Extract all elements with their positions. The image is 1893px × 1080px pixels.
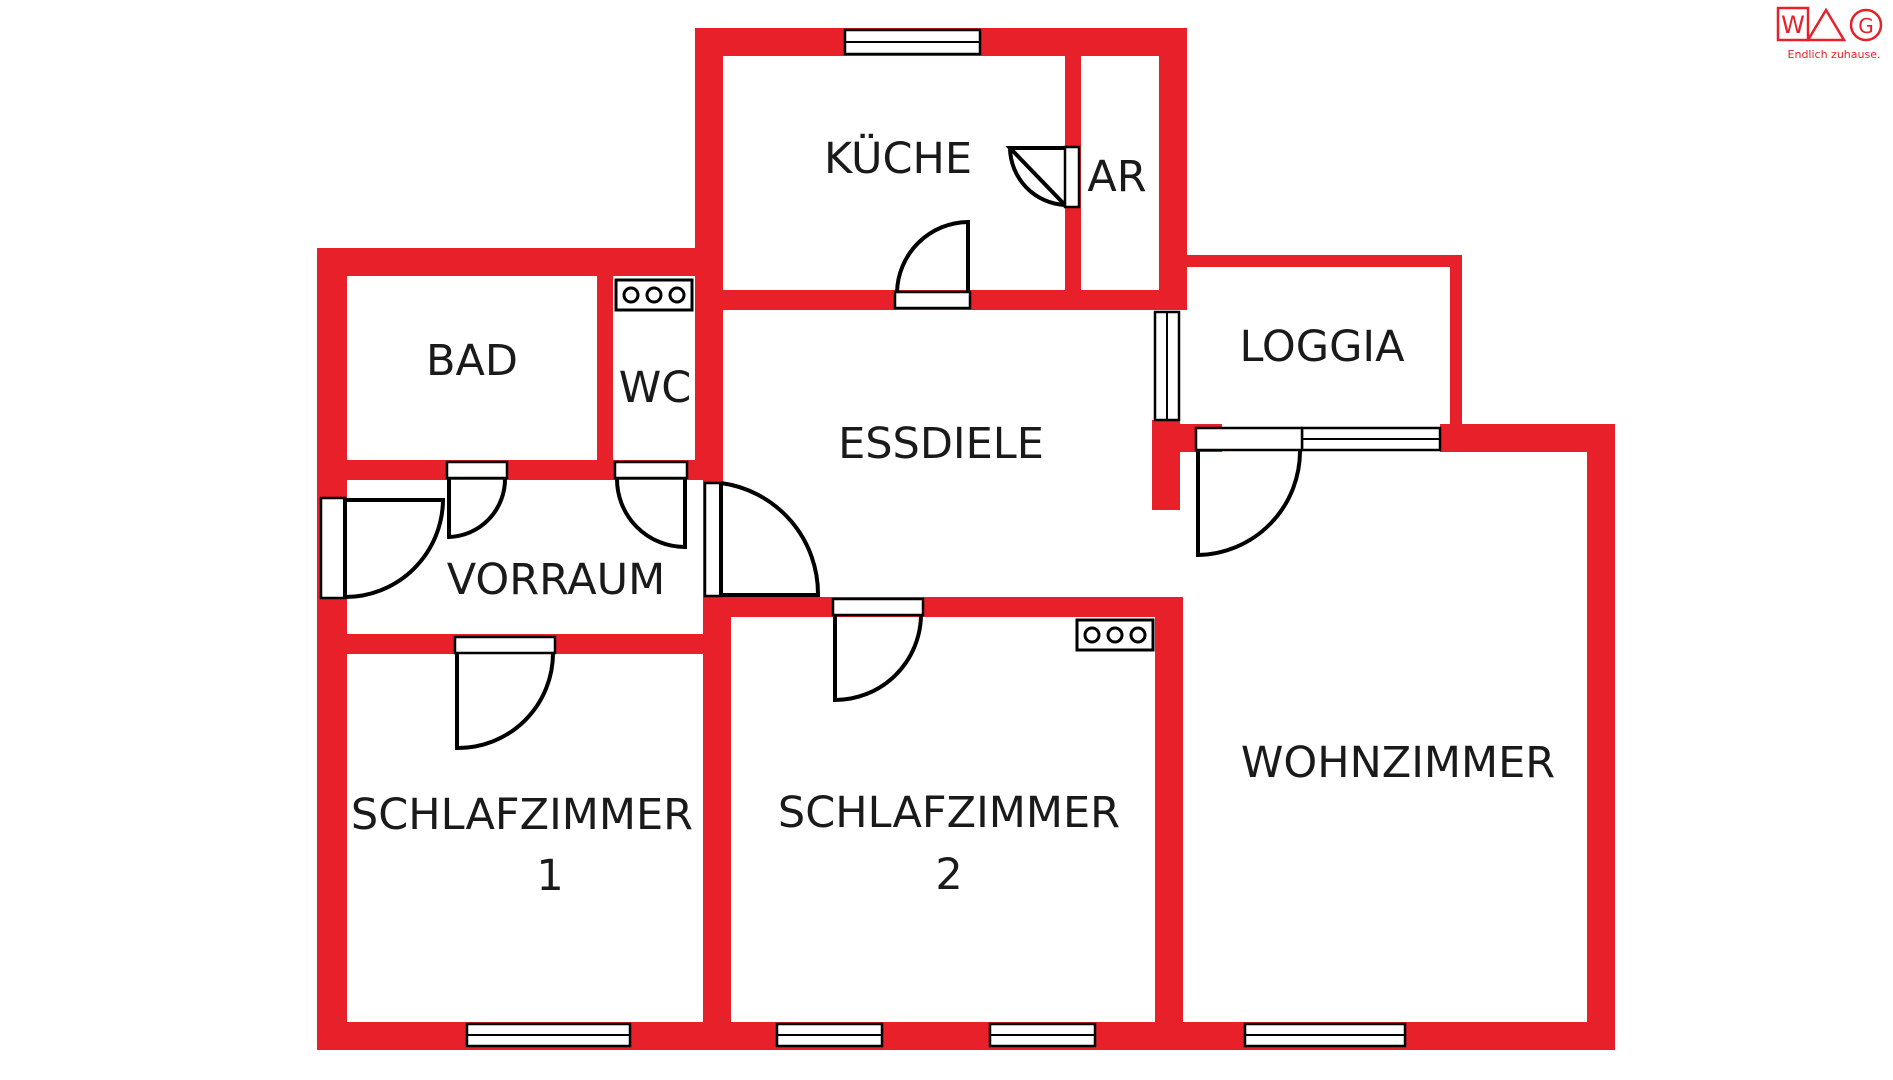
logo-letter-w: W bbox=[1781, 11, 1805, 39]
label-schlafzimmer1-line2: 1 bbox=[536, 851, 563, 901]
wall-wohnzimmer-top bbox=[1440, 424, 1615, 452]
door-sz1-frame bbox=[453, 635, 557, 655]
room-labels: KÜCHE AR BAD WC ESSDIELE LOGGIA VORRAUM … bbox=[351, 133, 1555, 901]
wall-bath-wc-divider bbox=[597, 276, 613, 476]
radiator-sz2 bbox=[1075, 618, 1155, 652]
door-ar-swing bbox=[1005, 146, 1067, 207]
door-bad-frame bbox=[445, 460, 509, 480]
wall-wohnzimmer-right bbox=[1587, 424, 1615, 1050]
label-essdiele: ESSDIELE bbox=[838, 419, 1044, 469]
wall-bath-top bbox=[317, 248, 723, 276]
door-sz2-frame bbox=[831, 597, 925, 617]
wall-wc-right bbox=[695, 276, 723, 480]
wall-loggia-top bbox=[1187, 255, 1462, 267]
wall-kitchen-right bbox=[1159, 28, 1187, 310]
door-kitchen-frame bbox=[893, 290, 972, 310]
label-vorraum: VORRAUM bbox=[447, 555, 666, 605]
label-schlafzimmer2-line1: SCHLAFZIMMER bbox=[778, 788, 1120, 838]
door-entrance-swing bbox=[343, 498, 446, 599]
doors bbox=[319, 145, 1304, 751]
label-ar: AR bbox=[1087, 152, 1146, 202]
wall-loggia-right bbox=[1450, 255, 1462, 435]
door-kitchen-swing bbox=[895, 219, 970, 293]
door-sz2-swing bbox=[833, 614, 923, 703]
wall-left-outer bbox=[317, 248, 347, 1050]
door-ar-frame bbox=[1063, 145, 1081, 209]
logo-letter-g: G bbox=[1858, 14, 1874, 38]
logo-circle-g bbox=[1849, 8, 1883, 42]
door-sz1-swing bbox=[455, 652, 555, 751]
logo-box-w bbox=[1776, 6, 1810, 42]
wall-sz1-sz2-divider bbox=[703, 610, 731, 1050]
wall-loggia-left-stub bbox=[1152, 420, 1180, 510]
windows bbox=[465, 28, 1442, 1048]
label-bad: BAD bbox=[426, 336, 518, 386]
door-vorraum-essdiele-frame bbox=[703, 481, 723, 598]
door-vorraum-essdiele-swing bbox=[719, 481, 821, 597]
label-wohnzimmer: WOHNZIMMER bbox=[1241, 738, 1555, 788]
wall-sz2-top bbox=[723, 597, 1181, 617]
door-wc-frame bbox=[613, 460, 689, 480]
wall-sz2-right bbox=[1155, 597, 1183, 1050]
door-loggia-frame bbox=[1194, 426, 1304, 452]
label-kueche: KÜCHE bbox=[824, 133, 972, 184]
label-loggia: LOGGIA bbox=[1239, 322, 1405, 372]
label-wc: WC bbox=[619, 363, 692, 413]
door-loggia-swing bbox=[1196, 449, 1303, 558]
door-bad-swing bbox=[447, 477, 508, 540]
door-entrance-frame bbox=[319, 496, 347, 600]
door-wc-swing bbox=[614, 477, 687, 550]
label-schlafzimmer1-line1: SCHLAFZIMMER bbox=[351, 790, 693, 840]
radiator-wc bbox=[614, 278, 694, 312]
logo-triangle-a bbox=[1805, 7, 1847, 42]
wag-logo: W G Endlich zuhause. bbox=[1776, 6, 1883, 61]
label-schlafzimmer2-line2: 2 bbox=[935, 850, 962, 900]
logo-tagline: Endlich zuhause. bbox=[1788, 48, 1881, 61]
